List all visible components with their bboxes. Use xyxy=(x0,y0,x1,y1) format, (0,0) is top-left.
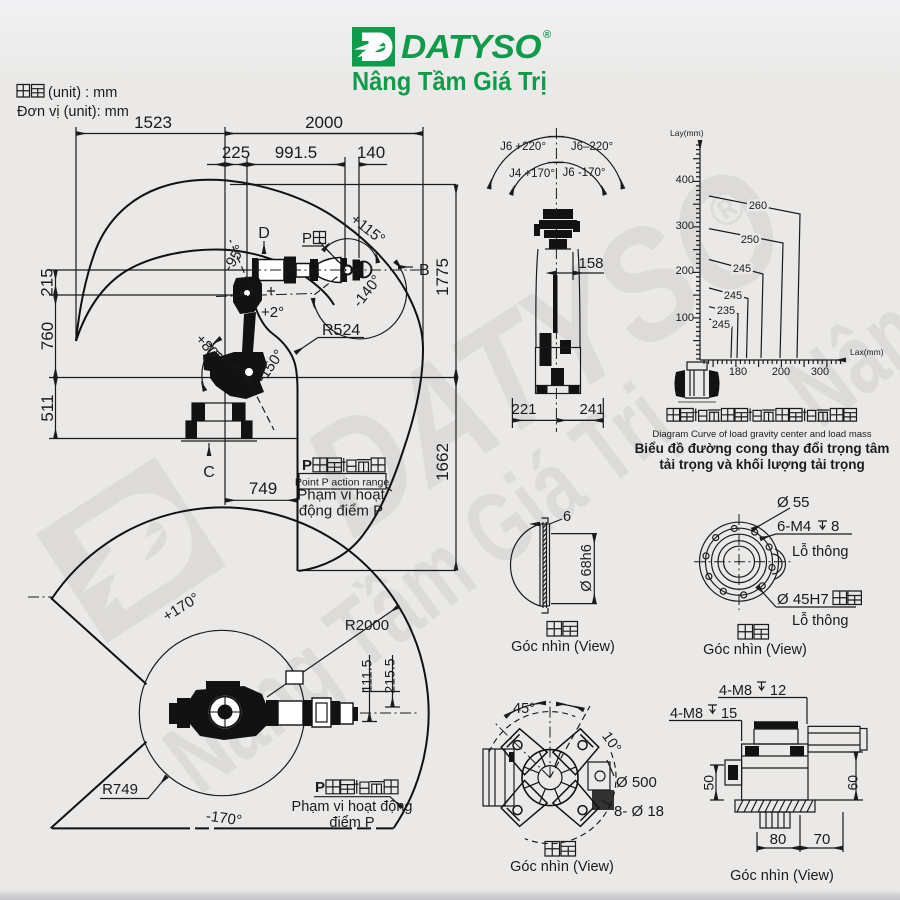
svg-text:221: 221 xyxy=(511,401,536,418)
svg-text:P: P xyxy=(302,230,312,247)
svg-text:Ø 68h6: Ø 68h6 xyxy=(579,544,595,592)
svg-text:245: 245 xyxy=(712,319,730,331)
svg-text:235: 235 xyxy=(717,305,735,317)
svg-text:50: 50 xyxy=(700,775,716,791)
svg-text:245: 245 xyxy=(733,263,751,275)
svg-text:511: 511 xyxy=(38,394,57,421)
svg-text:P: P xyxy=(315,779,325,796)
svg-text:215: 215 xyxy=(38,268,57,296)
svg-text:45°: 45° xyxy=(513,701,535,717)
svg-text:Góc nhìn (View): Góc nhìn (View) xyxy=(510,859,614,875)
svg-text:R2000: R2000 xyxy=(345,617,389,634)
svg-text:991.5: 991.5 xyxy=(275,143,318,162)
svg-text:241: 241 xyxy=(579,401,604,418)
svg-text:-170°: -170° xyxy=(205,808,243,830)
svg-text:12: 12 xyxy=(770,683,786,699)
svg-text:Lỗ thông: Lỗ thông xyxy=(792,543,848,560)
svg-text:Phạm vi hoạt động: Phạm vi hoạt động xyxy=(292,799,413,815)
svg-text:D: D xyxy=(258,225,270,242)
svg-text:760: 760 xyxy=(38,322,57,350)
svg-text:Lay(mm): Lay(mm) xyxy=(670,128,704,138)
svg-text:DATYSO: DATYSO xyxy=(401,28,542,65)
svg-text:300: 300 xyxy=(811,366,829,378)
svg-text:1662: 1662 xyxy=(433,443,452,481)
svg-text:200: 200 xyxy=(772,366,790,378)
svg-text:4-M8: 4-M8 xyxy=(670,706,703,722)
svg-text:60: 60 xyxy=(844,775,860,791)
svg-text:điểm P: điểm P xyxy=(329,815,374,831)
svg-text:200: 200 xyxy=(676,265,694,277)
svg-text:8: 8 xyxy=(831,518,839,535)
svg-text:250: 250 xyxy=(741,234,759,246)
svg-text:180: 180 xyxy=(729,366,747,378)
svg-text:Nâng Tầm Giá Trị: Nâng Tầm Giá Trị xyxy=(352,66,547,96)
svg-text:R749: R749 xyxy=(102,781,138,798)
svg-text:6-M4: 6-M4 xyxy=(777,518,811,535)
svg-text:215.5: 215.5 xyxy=(382,658,398,693)
svg-text:(unit) : mm: (unit) : mm xyxy=(48,85,117,101)
svg-text:Phạm vi hoạt: Phạm vi hoạt xyxy=(297,487,385,504)
svg-text:1523: 1523 xyxy=(134,113,172,132)
svg-text:động điểm P: động điểm P xyxy=(299,503,383,520)
svg-text:Góc nhìn (View): Góc nhìn (View) xyxy=(730,868,834,884)
svg-text:Point P action range: Point P action range xyxy=(295,477,390,489)
svg-text:C: C xyxy=(203,464,215,481)
svg-text:Ø 45H7: Ø 45H7 xyxy=(777,591,829,608)
svg-text:400: 400 xyxy=(676,174,694,186)
svg-text:Diagram Curve of load gravity: Diagram Curve of load gravity center and… xyxy=(652,429,871,440)
svg-text:Góc nhìn (View): Góc nhìn (View) xyxy=(511,639,615,655)
svg-text:111.5: 111.5 xyxy=(359,659,375,692)
svg-text:2000: 2000 xyxy=(305,113,343,132)
svg-text:245: 245 xyxy=(724,290,742,302)
svg-text:8- Ø 18: 8- Ø 18 xyxy=(614,803,664,820)
svg-text:749: 749 xyxy=(249,479,277,498)
svg-text:+2°: +2° xyxy=(261,304,284,321)
svg-text:tải trọng và khối lượng tải tr: tải trọng và khối lượng tải trọng xyxy=(659,457,864,472)
svg-text:J4 +170°: J4 +170° xyxy=(509,168,555,180)
svg-text:J6–220°: J6–220° xyxy=(571,141,613,153)
svg-text:J6 -170°: J6 -170° xyxy=(563,167,606,179)
svg-text:®: ® xyxy=(543,29,551,41)
svg-text:1775: 1775 xyxy=(433,258,452,296)
svg-text:260: 260 xyxy=(749,200,767,212)
svg-text:B: B xyxy=(419,262,430,279)
svg-text:80: 80 xyxy=(770,831,787,848)
svg-text:100: 100 xyxy=(676,312,694,324)
svg-text:140: 140 xyxy=(357,143,385,162)
svg-text:R524: R524 xyxy=(322,322,360,339)
svg-text:Biểu đồ đường cong thay đổi tr: Biểu đồ đường cong thay đổi trọng tâm xyxy=(635,441,890,456)
svg-text:P: P xyxy=(302,457,312,474)
svg-text:Ø 500: Ø 500 xyxy=(616,774,657,791)
svg-text:158: 158 xyxy=(578,255,603,272)
svg-text:300: 300 xyxy=(676,220,694,232)
svg-text:Lỗ thông: Lỗ thông xyxy=(792,612,848,629)
svg-text:Ø 55: Ø 55 xyxy=(777,494,810,511)
svg-text:70: 70 xyxy=(814,831,831,848)
svg-text:J6 +220°: J6 +220° xyxy=(500,141,546,153)
svg-text:Góc nhìn (View): Góc nhìn (View) xyxy=(703,642,807,658)
svg-text:15: 15 xyxy=(721,706,737,722)
svg-text:4-M8: 4-M8 xyxy=(719,683,752,699)
svg-text:6: 6 xyxy=(563,509,571,525)
svg-text:Đơn vị (unit): mm: Đơn vị (unit): mm xyxy=(17,104,129,120)
svg-text:225: 225 xyxy=(222,143,250,162)
svg-text:Lax(mm): Lax(mm) xyxy=(850,347,884,357)
